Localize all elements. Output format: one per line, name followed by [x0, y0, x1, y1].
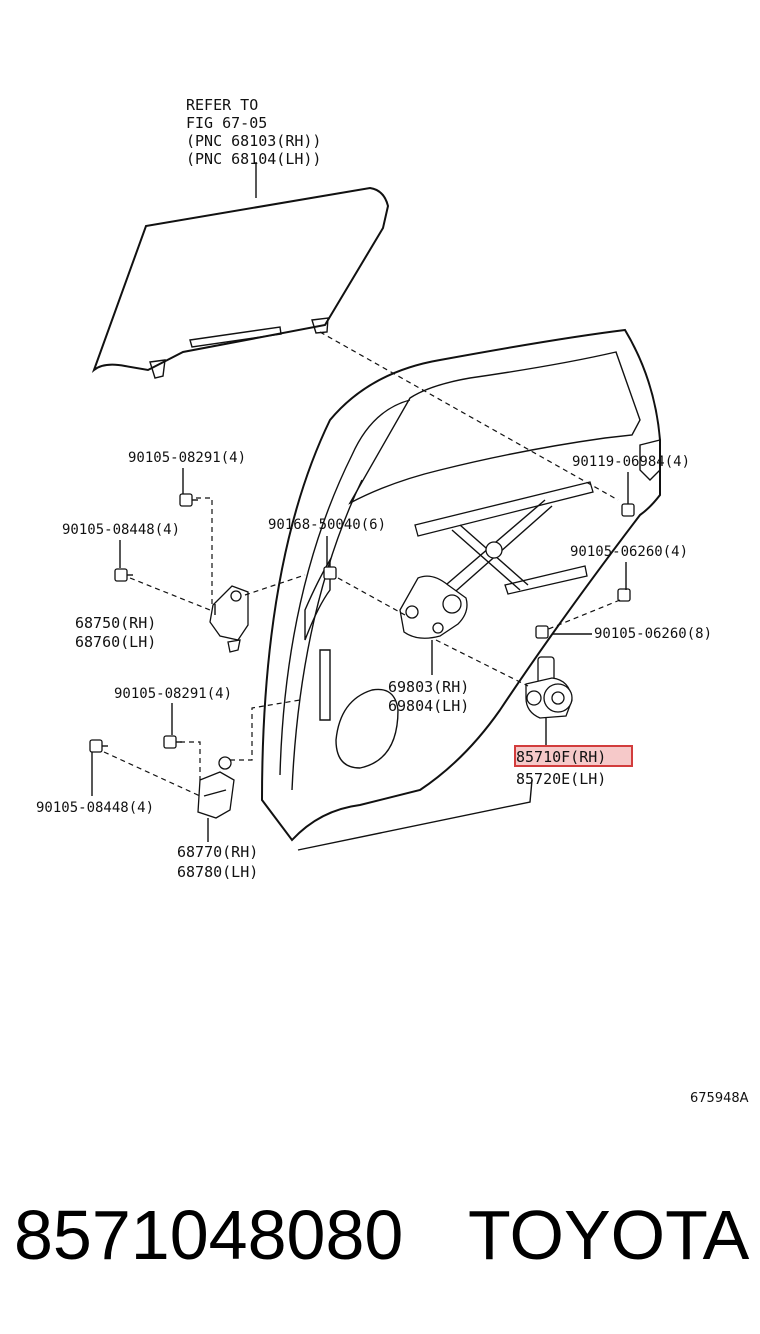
label-90105-08291-lower: 90105-08291(4) [114, 686, 232, 702]
label-90168-50040: 90168-50040(6) [268, 517, 386, 533]
lower-hinge [197, 756, 235, 819]
label-90119-06984: 90119-06984(4) [572, 454, 690, 470]
door-glass [91, 186, 390, 379]
leader-lines [91, 468, 629, 796]
label-68750-rh: 68750(RH) [75, 614, 156, 632]
refer-line-2: FIG 67-05 [186, 114, 267, 132]
label-68780-lh: 68780(LH) [177, 863, 258, 881]
footer: 8571048080 TOYOTA [0, 1180, 760, 1290]
label-85710f-rh: 85710F(RH) [516, 748, 606, 766]
regulator-motor [525, 656, 573, 719]
window-regulator [399, 481, 594, 639]
label-68770-rh: 68770(RH) [177, 843, 258, 861]
label-85720e-lh: 85720E(LH) [516, 770, 606, 788]
brand-name: TOYOTA [468, 1196, 750, 1274]
label-90105-08291-upper: 90105-08291(4) [128, 450, 246, 466]
label-69804-lh: 69804(LH) [388, 697, 469, 715]
refer-line-3: (PNC 68103(RH)) [186, 132, 321, 150]
label-90105-06260-8: 90105-06260(8) [594, 626, 712, 642]
refer-line-1: REFER TO [186, 96, 258, 114]
refer-line-4: (PNC 68104(LH)) [186, 150, 321, 168]
upper-hinge [209, 585, 249, 653]
illustration-code: 675948A [690, 1091, 749, 1106]
label-90105-08448-upper: 90105-08448(4) [62, 522, 180, 538]
dashed-connections [103, 331, 621, 797]
highlight-box [514, 745, 633, 767]
label-90105-08448-lower: 90105-08448(4) [36, 800, 154, 816]
label-68760-lh: 68760(LH) [75, 633, 156, 651]
bolts [89, 493, 635, 753]
label-69803-rh: 69803(RH) [388, 678, 469, 696]
label-90105-06260-4: 90105-06260(4) [570, 544, 688, 560]
highlight-fill [515, 746, 632, 766]
door-panel [260, 328, 661, 851]
part-number: 8571048080 [14, 1196, 404, 1274]
